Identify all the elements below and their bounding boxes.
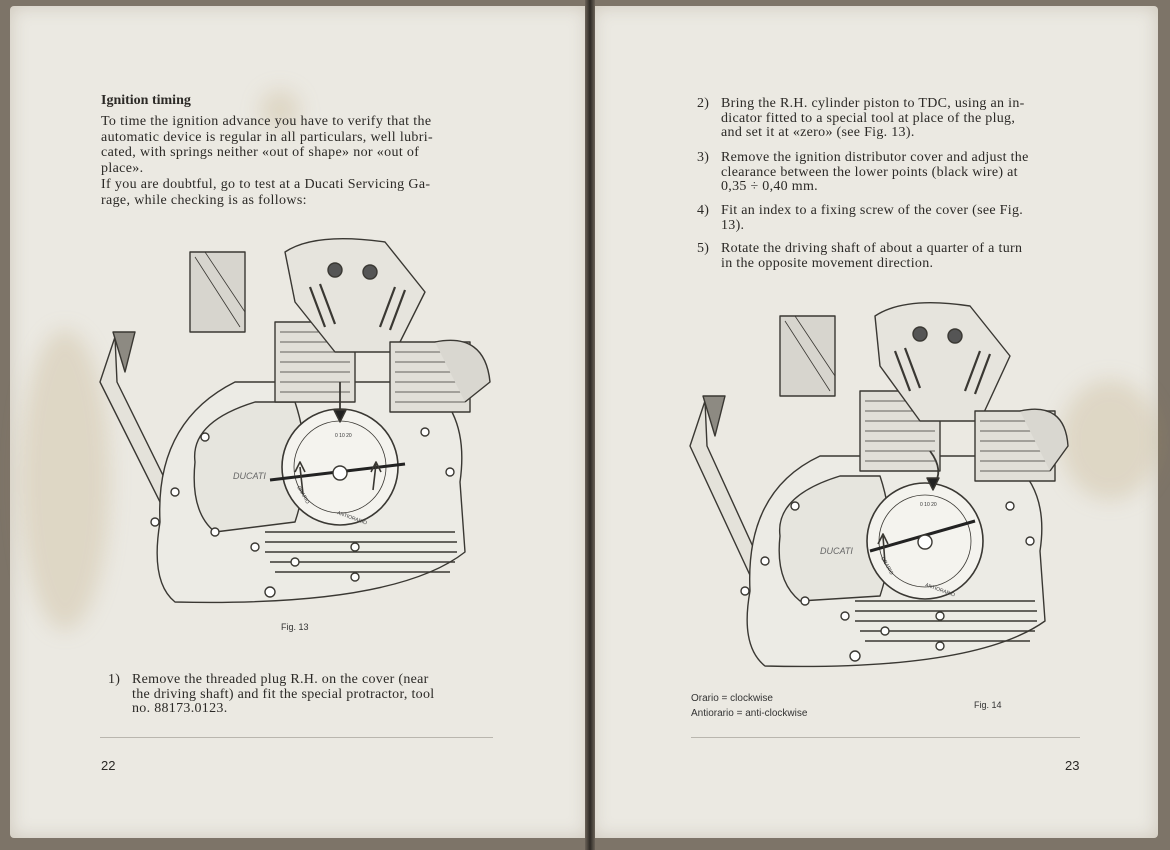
- dial-top-label: 0 10 20: [335, 433, 352, 439]
- legend-anticlockwise: Antiorario = anti-clockwise: [691, 708, 808, 719]
- cover-brand-label: DUCATI: [820, 546, 853, 556]
- engine-diagram-fig13: 0 10 20 ORARIO ANTIORARIO DUCATI: [99, 237, 491, 604]
- figure-legend: Orario = clockwise Antiorario = anti-clo…: [691, 691, 807, 721]
- legend-clockwise: Orario = clockwise: [691, 693, 773, 704]
- step-number: 2): [697, 96, 710, 111]
- step-number: 4): [697, 203, 710, 218]
- step-text: Remove the threaded plug R.H. on the cov…: [132, 672, 435, 716]
- section-heading: Ignition timing: [101, 93, 191, 108]
- footer-divider: [100, 737, 493, 738]
- paper-stain: [20, 330, 110, 630]
- footer-divider: [691, 737, 1080, 738]
- step-number: 5): [697, 241, 710, 256]
- cover-brand-label: DUCATI: [233, 471, 266, 481]
- figure-14-caption: Fig. 14: [974, 700, 1002, 710]
- second-paragraph: If you are doubtful, go to test at a Duc…: [101, 177, 431, 208]
- book-gutter: [585, 0, 595, 850]
- step-text: Bring the R.H. cylinder piston to TDC, u…: [721, 96, 1025, 140]
- paper-stain: [1060, 380, 1160, 500]
- step-number: 3): [697, 150, 710, 165]
- page-number-left: 22: [101, 758, 116, 773]
- engine-diagram-fig14: 0 10 20 ORARIO ANTIORARIO DUCATI: [689, 302, 1069, 668]
- step-text: Remove the ignition distributor cover an…: [721, 150, 1029, 194]
- step-number: 1): [108, 672, 121, 687]
- step-text: Rotate the driving shaft of about a quar…: [721, 241, 1023, 271]
- intro-paragraph: To time the ignition advance you have to…: [101, 114, 434, 176]
- figure-13-caption: Fig. 13: [281, 622, 309, 632]
- dial-top-label: 0 10 20: [920, 502, 937, 508]
- page-number-right: 23: [1065, 758, 1080, 773]
- step-text: Fit an index to a fixing screw of the co…: [721, 203, 1024, 233]
- paper-stain: [260, 90, 300, 130]
